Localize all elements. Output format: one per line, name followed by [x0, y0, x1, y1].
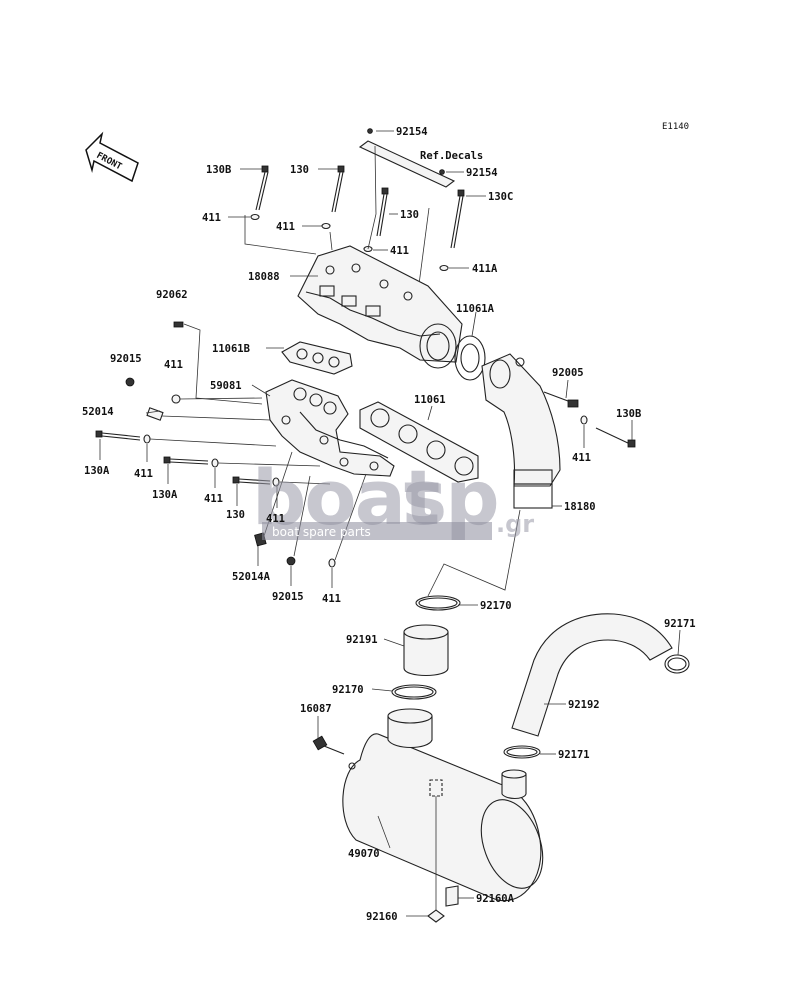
part-labels: 92154 92154 130B 130 130 130C 411 411 41…	[82, 126, 696, 923]
part-label: 92170	[332, 684, 364, 696]
part-label: 411	[572, 452, 591, 464]
bolt-130-top	[331, 165, 345, 213]
part-label: 130	[226, 509, 245, 521]
washer-411-left1	[171, 394, 181, 404]
watermark-tagline-bar	[262, 522, 492, 540]
sensor-52014	[146, 407, 164, 421]
clamp-92171-lower	[503, 745, 541, 759]
front-arrow-icon: FRONT	[85, 131, 139, 183]
part-label: 52014	[82, 406, 114, 418]
part-label: 130C	[488, 191, 513, 203]
clamp-92170-lower	[391, 684, 437, 700]
part-label: 52014A	[232, 571, 271, 583]
exhaust-manifold-59081	[265, 379, 395, 477]
part-label: 49070	[348, 848, 380, 860]
diagram-code: E1140	[662, 122, 689, 132]
part-label: 18180	[564, 501, 596, 513]
washer-411-b	[321, 222, 331, 230]
gasket-11061b	[281, 341, 353, 375]
plug-92015-low	[286, 556, 296, 566]
part-label: 92015	[272, 591, 304, 603]
bolt-130a-left	[95, 430, 141, 441]
part-label: 92191	[346, 634, 378, 646]
part-label: 130A	[84, 465, 110, 477]
washer-411-low	[272, 477, 280, 487]
part-label: 16087	[300, 703, 332, 715]
part-label: 92154	[396, 126, 428, 138]
part-label: 411	[266, 513, 285, 525]
bolt-130c	[450, 189, 465, 249]
hose-92192	[511, 613, 673, 737]
part-label: 92015	[110, 353, 142, 365]
ref-decals-plate	[358, 128, 456, 188]
part-label: 92192	[568, 699, 600, 711]
part-label: 92170	[480, 600, 512, 612]
washer-411-left3	[211, 458, 219, 468]
part-label: 11061	[414, 394, 446, 406]
exhaust-cover-18088	[297, 245, 463, 369]
gasket-11061a	[454, 335, 486, 381]
fitting-92005	[543, 391, 579, 408]
part-label: 130	[400, 209, 419, 221]
exhaust-elbow-18180	[481, 353, 561, 509]
drain-16087	[312, 735, 345, 755]
plug-92015-top	[125, 377, 135, 387]
watermark-tagline: boat spare parts	[272, 525, 371, 539]
part-label: 130B	[206, 164, 231, 176]
part-label: 411	[322, 593, 341, 605]
part-label: 411	[164, 359, 183, 371]
watermark-suffix: .gr	[496, 510, 534, 538]
part-label: 11061A	[456, 303, 495, 315]
washer-411a	[439, 264, 449, 272]
stud-92062	[173, 321, 184, 328]
bolt-130b-top	[255, 165, 269, 211]
clamp-92170-top	[415, 595, 461, 611]
washer-411-left2	[143, 434, 151, 444]
bolt-130b-right	[580, 415, 636, 448]
part-label: 130A	[152, 489, 178, 501]
part-label: 92171	[664, 618, 696, 630]
muffler-49070	[342, 708, 544, 902]
bolt-130a-mid	[163, 456, 209, 465]
part-label: 411A	[472, 263, 498, 275]
sleeve-92191	[403, 624, 449, 677]
part-label: 130	[290, 164, 309, 176]
part-label: 411	[204, 493, 223, 505]
part-label: 11061B	[212, 343, 250, 355]
part-label: 92160A	[476, 893, 515, 905]
part-label: 411	[276, 221, 295, 233]
part-label: 92062	[156, 289, 188, 301]
washer-411-bottom	[328, 558, 336, 568]
part-label: 411	[134, 468, 153, 480]
ref-decals-label: Ref.Decals	[420, 150, 483, 162]
label-92160	[427, 909, 445, 923]
part-label: 92160	[366, 911, 398, 923]
washer-411-a	[250, 213, 260, 221]
clamp-92171-right	[664, 654, 690, 674]
bolt-130-mid	[376, 187, 389, 237]
part-label: 92005	[552, 367, 584, 379]
part-label: 92171	[558, 749, 590, 761]
gasket-11061	[359, 401, 479, 483]
part-label: 411	[202, 212, 221, 224]
part-label: 411	[390, 245, 409, 257]
part-label: 130B	[616, 408, 641, 420]
bolt-130-low	[232, 476, 271, 485]
part-label: 92154	[466, 167, 498, 179]
part-label: 59081	[210, 380, 242, 392]
part-label: 18088	[248, 271, 280, 283]
watermark: boat sp .gr boat spare parts	[252, 453, 534, 542]
label-92160a	[445, 885, 459, 907]
